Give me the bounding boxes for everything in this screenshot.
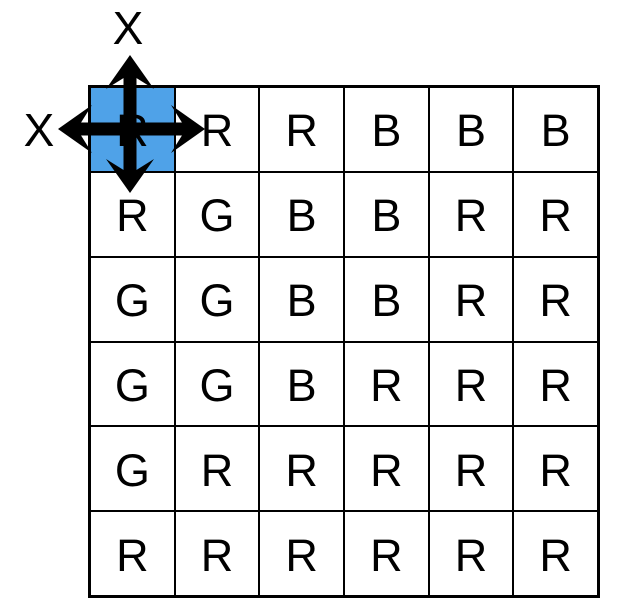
grid-cell[interactable]: R [343, 426, 429, 512]
grid-cell[interactable]: B [428, 87, 514, 172]
grid-cell[interactable]: R [513, 256, 598, 342]
grid-cell[interactable]: R [513, 511, 598, 596]
grid-cell[interactable]: R [174, 426, 260, 512]
grid-cell[interactable]: R [513, 426, 598, 512]
grid-cell[interactable]: G [174, 341, 260, 427]
grid-cell[interactable]: B [513, 87, 598, 172]
grid-cell[interactable]: R [343, 341, 429, 427]
grid-cell[interactable]: R [174, 87, 260, 172]
grid-cell[interactable]: G [174, 256, 260, 342]
grid-cell[interactable]: R [174, 511, 260, 596]
grid-cell[interactable]: B [343, 256, 429, 342]
blocked-move-up-label: X [112, 2, 144, 54]
grid-cell[interactable]: B [259, 256, 344, 342]
grid-cell[interactable]: B [343, 171, 429, 257]
grid-cell[interactable]: G [90, 341, 175, 427]
grid-cell[interactable]: G [90, 256, 175, 342]
grid-cell[interactable]: R [428, 256, 514, 342]
grid-cell[interactable]: R [513, 171, 598, 257]
grid-cell-selected[interactable]: R [90, 87, 175, 172]
grid-cell[interactable]: B [343, 87, 429, 172]
grid-cell[interactable]: R [428, 426, 514, 512]
grid-cell[interactable]: R [259, 426, 344, 512]
grid-cell[interactable]: R [259, 511, 344, 596]
grid-cell[interactable]: R [513, 341, 598, 427]
grid-cell[interactable]: R [428, 511, 514, 596]
grid-cell[interactable]: R [90, 171, 175, 257]
grid-cell[interactable]: B [259, 171, 344, 257]
grid-cell[interactable]: B [259, 341, 344, 427]
grid-cell[interactable]: G [174, 171, 260, 257]
grid-cell[interactable]: R [428, 171, 514, 257]
blocked-move-left-label: X [23, 104, 55, 156]
grid-cell[interactable]: R [90, 511, 175, 596]
grid-cell[interactable]: R [259, 87, 344, 172]
grid-cell[interactable]: R [428, 341, 514, 427]
grid-cell[interactable]: R [343, 511, 429, 596]
grid-cell[interactable]: G [90, 426, 175, 512]
